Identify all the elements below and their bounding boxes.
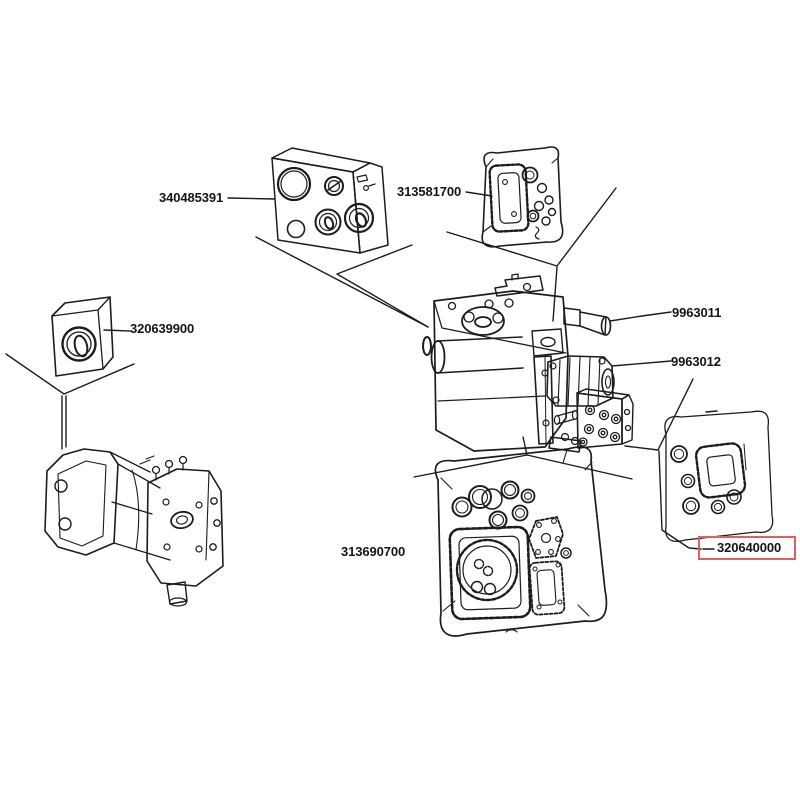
valve-block-drawing <box>271 147 389 254</box>
part-label-9963012[interactable]: 9963012 <box>671 354 721 369</box>
cover-gasket-drawing <box>664 410 774 542</box>
part-label-320639900[interactable]: 320639900 <box>130 321 195 336</box>
part-label-9963011[interactable]: 9963011 <box>672 305 722 320</box>
part-label-320640000[interactable]: 320640000 <box>717 540 782 555</box>
hydraulic-motor-drawing <box>44 448 224 607</box>
shaft-seal-drawing <box>51 296 114 377</box>
part-label-313690700[interactable]: 313690700 <box>341 544 406 559</box>
part-label-313581700[interactable]: 313581700 <box>397 184 462 199</box>
gasket-kit-bag-drawing <box>434 446 608 637</box>
part-label-340485391[interactable]: 340485391 <box>159 190 224 205</box>
leader-lines <box>5 187 715 550</box>
pump-assembly-drawing <box>422 273 634 453</box>
seal-kit-bag-drawing <box>481 146 564 248</box>
highlight-box: 320640000 <box>698 536 796 560</box>
